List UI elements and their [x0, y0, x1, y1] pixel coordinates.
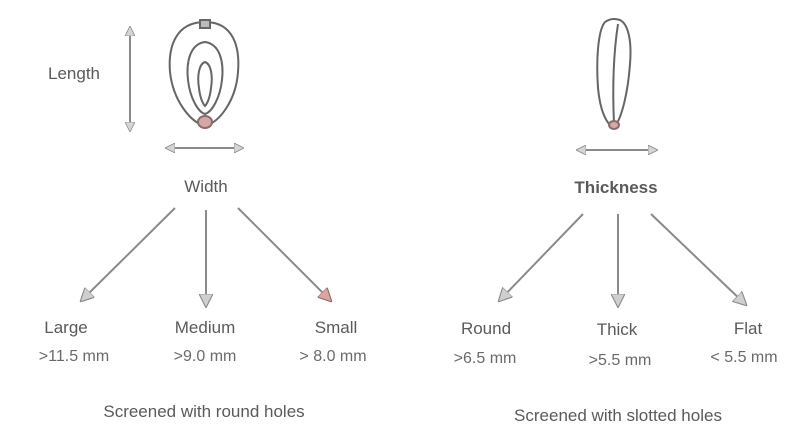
category-value-round: >6.5 mm [454, 349, 517, 369]
category-value-thick: >5.5 mm [589, 351, 652, 371]
width-label: Width [184, 177, 227, 197]
kernel-front-illustration [170, 20, 239, 128]
category-name-medium: Medium [175, 318, 235, 338]
footer-slotted-holes: Screened with slotted holes [514, 406, 722, 426]
arrow-to-small [238, 208, 330, 300]
category-value-large: >11.5 mm [39, 347, 109, 367]
category-name-small: Small [315, 318, 358, 338]
category-name-thick: Thick [597, 320, 638, 340]
category-name-round: Round [461, 319, 511, 339]
footer-round-holes: Screened with round holes [103, 402, 304, 422]
length-label: Length [48, 64, 100, 84]
category-value-medium: >9.0 mm [174, 347, 237, 367]
category-value-flat: < 5.5 mm [710, 348, 777, 368]
category-name-flat: Flat [734, 319, 762, 339]
arrow-to-flat [651, 214, 745, 304]
thickness-label: Thickness [574, 178, 657, 198]
category-value-small: > 8.0 mm [299, 347, 366, 367]
arrow-to-large [82, 208, 175, 300]
category-name-large: Large [44, 318, 87, 338]
kernel-side-illustration [597, 19, 630, 129]
arrow-to-round [500, 214, 583, 300]
